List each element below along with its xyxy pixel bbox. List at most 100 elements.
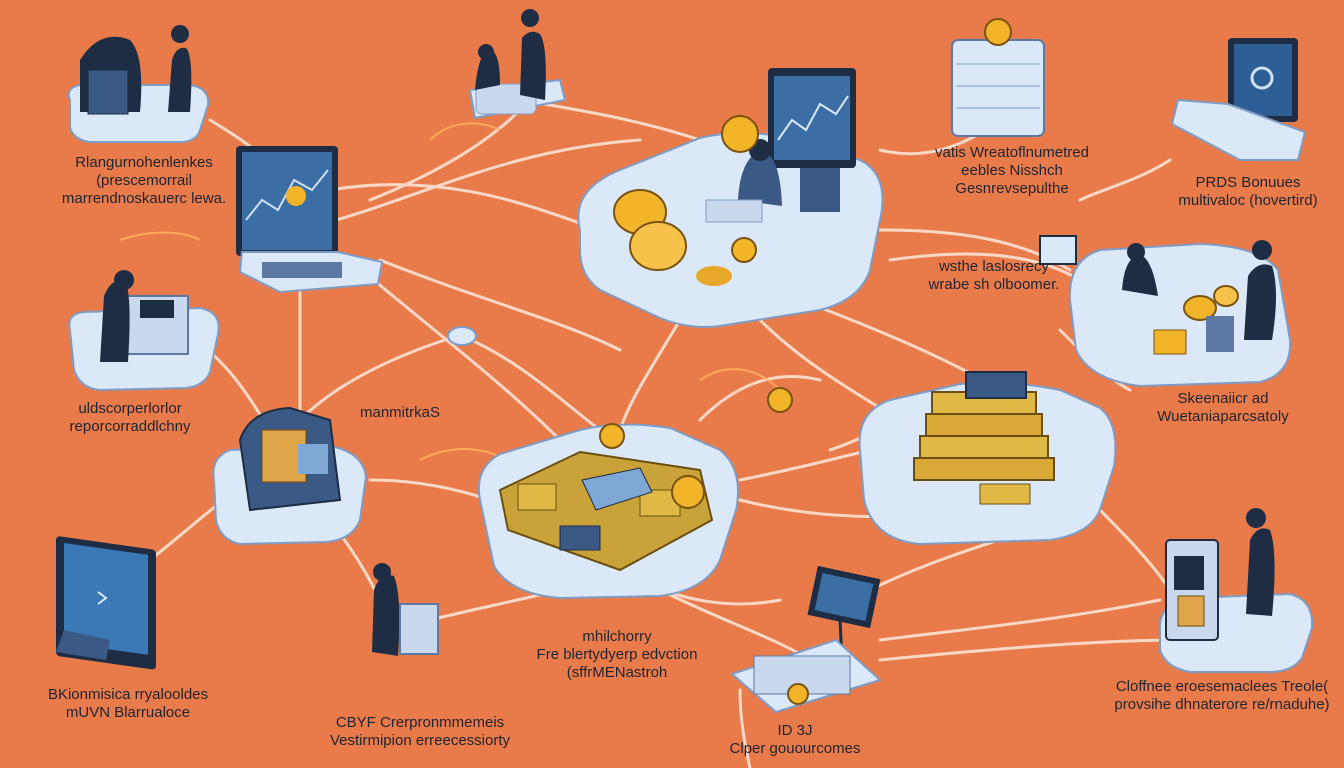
label-line: PRDS Bonuues [1195, 174, 1301, 191]
node-chip-vault [478, 387, 793, 600]
person-icon [475, 49, 500, 90]
label-bottom-center-small: ID 3J Clper gouourcomes [720, 722, 870, 758]
label-top-left: Rlangurnohenlenkes (prescemorrail marren… [44, 154, 244, 208]
person-icon [1244, 264, 1276, 340]
label-line: Gesnrevsepulthe [955, 180, 1069, 197]
glow-trace [429, 122, 501, 141]
wire [1078, 158, 1172, 202]
router-icon [447, 326, 477, 346]
label-line: ID 3J [777, 722, 813, 739]
label-line: Vestirmipion erreecessiorty [329, 732, 511, 749]
label-line: vatis Wreatoflnumetred [935, 144, 1089, 161]
cursor-icon [97, 591, 108, 605]
node-scanner-worker [372, 563, 439, 656]
atm-screen [1174, 556, 1204, 590]
coin-icon [599, 423, 625, 449]
label-left-mid: uldscorperlorlor reporcorraddlchny [40, 400, 220, 436]
laptop-display [1234, 44, 1292, 116]
node-monitor [56, 536, 156, 670]
chip-icon [965, 371, 1027, 399]
keyboard-icon [705, 199, 763, 223]
wire [738, 448, 872, 482]
glow-trace [119, 231, 201, 241]
head-icon [373, 563, 391, 581]
label-line: Wuetaniaparcsatoly [1157, 408, 1289, 425]
gold-bar-icon [913, 457, 1055, 481]
label-right-mid: Skeenaiicr ad Wuetaniaparcsatoly [1138, 390, 1308, 426]
printer-slot [140, 300, 174, 318]
chip-board-icon [498, 450, 714, 572]
chart-line-icon [245, 169, 329, 221]
node-laptop-chart [236, 146, 384, 294]
wire [368, 108, 522, 202]
coin-icon [767, 387, 793, 413]
coin-icon [787, 683, 809, 705]
box-icon [1153, 329, 1187, 355]
label-bottom-center-left: CBYF Crerpronmmemeis Vestirmipion erreec… [292, 714, 548, 750]
head-icon [171, 25, 189, 43]
glow-trace [699, 368, 781, 391]
head-icon [521, 9, 539, 27]
label-line: mUVN Blarrualoce [65, 704, 191, 721]
wire [458, 333, 602, 432]
label-line: (sffrMENastroh [566, 664, 668, 681]
display-screen [814, 573, 874, 621]
label-line: marrendnoskauerc lewa. [61, 190, 227, 207]
label-line: BKionmisica rryalooldes [47, 686, 209, 703]
head-icon [1246, 508, 1266, 528]
worker-icon [372, 575, 400, 656]
coin-icon [671, 475, 705, 509]
node-printer-worker [68, 270, 220, 392]
node-central-trader [577, 68, 884, 328]
chip-icon [639, 489, 681, 517]
label-line: Skeenaiicr ad [1177, 390, 1269, 407]
head-icon [1127, 243, 1145, 261]
head-icon [1252, 240, 1272, 260]
node-server-rack [951, 18, 1045, 137]
label-line: manmitrkaS [359, 404, 441, 421]
wire [518, 98, 702, 142]
wire [618, 318, 682, 432]
scanner-icon [399, 603, 439, 655]
server-icon [87, 69, 129, 115]
label-bottom-center: mhilchorry Fre blertydyerp edvction (sff… [510, 628, 724, 682]
label-bottom-left: BKionmisica rryalooldes mUVN Blarrualoce [18, 686, 238, 722]
worker-icon [100, 280, 130, 362]
coin-icon [1183, 295, 1217, 321]
keyboard-icon [262, 262, 342, 278]
coin-icon [984, 18, 1012, 46]
label-mid-right-upper: wsthe laslosrecy wrabe sh olboomer. [904, 258, 1084, 294]
label-top-right: PRDS Bonuues multivaloc (hovertird) [1158, 174, 1338, 210]
label-top-center: vatis Wreatoflnumetred eebles Nisshch Ge… [912, 144, 1112, 198]
label-center-left: manmitrkaS [340, 404, 460, 422]
worker-icon [1246, 528, 1275, 616]
node-display-stand [807, 565, 881, 661]
label-line: reporcorraddlchny [69, 418, 191, 435]
node-machine [212, 406, 368, 546]
node-hooded-miner [67, 25, 210, 143]
wire [298, 138, 642, 232]
wire [878, 638, 1182, 662]
gold-bar-icon [979, 483, 1031, 505]
label-line: uldscorperlorlor [78, 400, 182, 417]
head-icon [478, 44, 494, 60]
processor-icon [581, 467, 653, 511]
trader-icon [738, 150, 782, 206]
label-line: mhilchorry [582, 628, 652, 645]
person-icon [1122, 254, 1158, 296]
wire [878, 598, 1162, 642]
label-line: wrabe sh olboomer. [928, 276, 1060, 293]
label-line: wsthe laslosrecy [938, 258, 1050, 275]
monitor-stand [800, 168, 840, 212]
coin-icon [696, 266, 732, 286]
coin-icon [1213, 285, 1239, 307]
wire [1088, 498, 1172, 592]
label-line: Cloffnee eroesemaclees Treole( [1115, 678, 1329, 695]
label-line: provsihe dhnaterore re/rnaduhe) [1114, 696, 1330, 713]
node-router [447, 326, 477, 346]
chart-display [242, 152, 332, 250]
label-line: eebles Nisshch [961, 162, 1063, 179]
laptop-base-icon [1170, 98, 1307, 161]
wire [368, 478, 492, 502]
